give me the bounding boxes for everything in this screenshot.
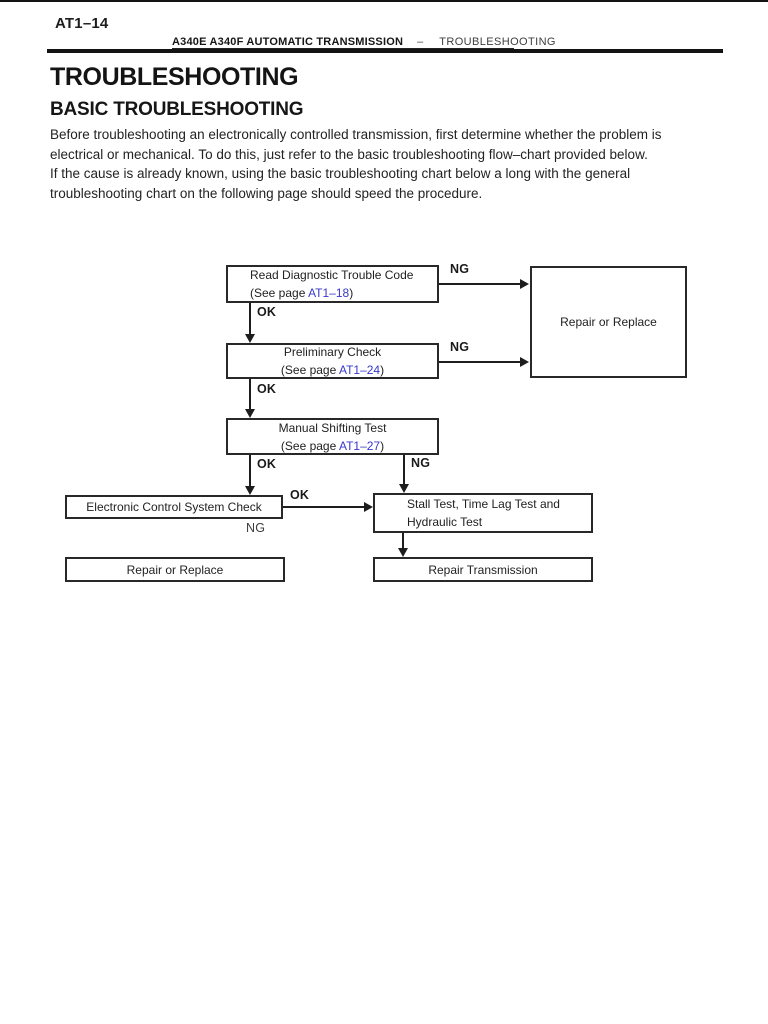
close-paren: ) [380,438,385,453]
page-link-at1-24[interactable]: AT1–24 [338,363,381,377]
flow-box-title: Read Diagnostic Trouble Code [250,268,414,282]
label-ng: NG [246,521,266,535]
label-ok: OK [290,488,310,502]
arrow-down-icon [245,334,255,343]
flow-box-repair-or-replace: Repair or Replace [530,266,687,378]
intro-line: troubleshooting chart on the following p… [50,185,483,201]
connector-line [249,455,251,486]
flow-box-title: Repair Transmission [428,562,538,577]
flow-box-title: Repair or Replace [560,315,657,329]
flow-box-stall-test: Stall Test, Time Lag Test and Hydraulic … [373,493,593,533]
close-paren: ) [380,363,385,377]
flow-box-title: Manual Shifting Test [278,420,387,435]
flow-box-title-line2: Hydraulic Test [407,515,483,529]
flow-box-subtitle: (See page AT1–27) [281,437,384,455]
page-top-rule [0,0,768,2]
arrow-right-icon [364,502,373,512]
page-link-at1-18[interactable]: AT1–18 [308,286,350,300]
flow-box-title: Electronic Control System Check [86,500,262,514]
label-ok: OK [257,305,277,319]
connector-line [249,379,251,409]
flow-box-manual-shifting-test: Manual Shifting Test (See page AT1–27) [226,418,439,455]
page-number: AT1–14 [55,15,109,32]
connector-line [403,455,405,484]
arrow-down-icon [399,484,409,493]
intro-paragraph: Before troubleshooting an electronically… [50,125,710,203]
flow-box-subtitle: (See page AT1–18) [250,284,437,302]
flow-box-title: Preliminary Check [283,345,382,359]
label-ok: OK [257,457,277,471]
intro-line: If the cause is already known, using the… [50,166,631,181]
arrow-down-icon [398,548,408,557]
intro-line: Before troubleshooting an electronically… [50,127,662,142]
header-section: TROUBLESHOOTING [439,36,556,48]
header-rule [47,49,723,53]
label-ng: NG [450,340,470,354]
page-link-at1-27[interactable]: AT1–27 [338,438,381,453]
intro-line: electrical or mechanical. To do this, ju… [50,146,648,162]
connector-line [249,303,251,334]
manual-title: A340E A340F AUTOMATIC TRANSMISSION [172,36,404,48]
connector-line [439,361,520,363]
section-title: BASIC TROUBLESHOOTING [50,99,304,120]
flow-box-ecs-check: Electronic Control System Check [65,495,283,519]
close-paren: ) [349,286,354,300]
flow-box-subtitle: (See page AT1–24) [281,361,384,379]
connector-line [439,283,520,285]
see-page-text: (See page [280,438,339,453]
connector-line [283,506,364,508]
arrow-down-icon [245,409,255,418]
flow-box-title: Stall Test, Time Lag Test and [407,497,560,511]
flow-box-read-dtc: Read Diagnostic Trouble Code (See page A… [226,265,439,303]
see-page-text: (See page [250,286,309,300]
flow-box-repair-transmission: Repair Transmission [373,557,593,582]
header-separator: – [417,36,424,48]
arrow-right-icon [520,357,529,367]
label-ok: OK [257,382,277,396]
running-header: A340E A340F AUTOMATIC TRANSMISSION – TRO… [172,33,555,49]
arrow-right-icon [520,279,529,289]
connector-line [402,533,404,548]
flow-box-title: Repair or Replace [126,562,224,577]
see-page-text: (See page [280,363,339,377]
page-title: TROUBLESHOOTING [50,63,299,91]
label-ng: NG [411,456,431,470]
flow-box-preliminary-check: Preliminary Check (See page AT1–24) [226,343,439,379]
flow-box-repair-or-replace-bottom: Repair or Replace [65,557,285,582]
label-ng: NG [450,262,470,276]
arrow-down-icon [245,486,255,495]
